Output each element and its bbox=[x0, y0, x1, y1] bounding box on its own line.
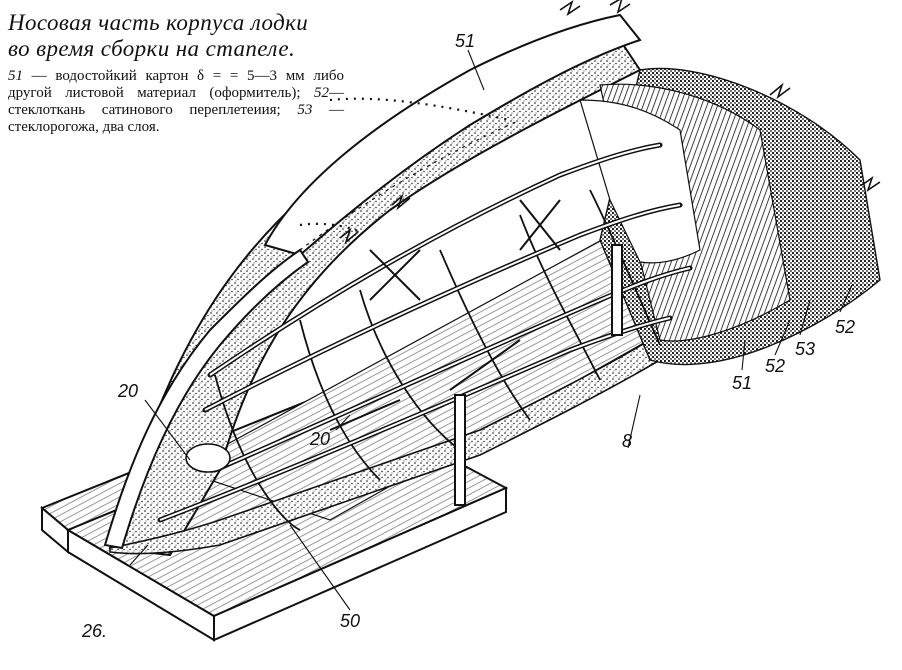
caption-legend: 51 — водостойкий картон δ = = 5—3 мм либ… bbox=[8, 68, 344, 136]
deck-sheet bbox=[263, 13, 642, 257]
callout-51-top: 51 bbox=[455, 31, 476, 51]
legend-num-52: 52 bbox=[314, 85, 329, 101]
callout-20-left: 20 bbox=[118, 381, 139, 401]
callout-8: 8 bbox=[622, 431, 633, 451]
callout-51-low: 51 bbox=[732, 373, 753, 393]
callout-50: 50 bbox=[340, 611, 361, 631]
hull-stringers-inner bbox=[159, 144, 691, 521]
cross-braces bbox=[329, 199, 561, 431]
support-posts bbox=[454, 244, 623, 506]
break-lines bbox=[339, 0, 881, 245]
callout-52-low: 52 bbox=[765, 356, 786, 376]
hull-skin bbox=[108, 38, 881, 557]
caption-title-line2: во время сборки на стапеле. bbox=[8, 36, 296, 61]
callout-20-mid: 20 bbox=[310, 429, 331, 449]
legend-text-51: — водостойкий картон δ = = 5—3 мм либо д… bbox=[8, 68, 344, 101]
caption-title-line1: Носовая часть корпуса лодки bbox=[8, 10, 309, 35]
leader-lines bbox=[129, 49, 853, 611]
callout-53: 53 bbox=[795, 339, 816, 359]
caption-block: Носовая часть корпуса лодки во время сбо… bbox=[8, 10, 344, 136]
callout-26: 26. bbox=[82, 621, 108, 641]
legend-num-53: 53 bbox=[297, 102, 313, 118]
legend-num-51: 51 bbox=[8, 68, 23, 84]
callout-52-right: 52 bbox=[835, 317, 856, 337]
legend-text-53: — стеклорогожа, два слоя. bbox=[8, 102, 345, 135]
legend-text-52: — стеклоткань сатинового переплетеиия; bbox=[8, 85, 344, 118]
stem-keel bbox=[103, 248, 310, 550]
